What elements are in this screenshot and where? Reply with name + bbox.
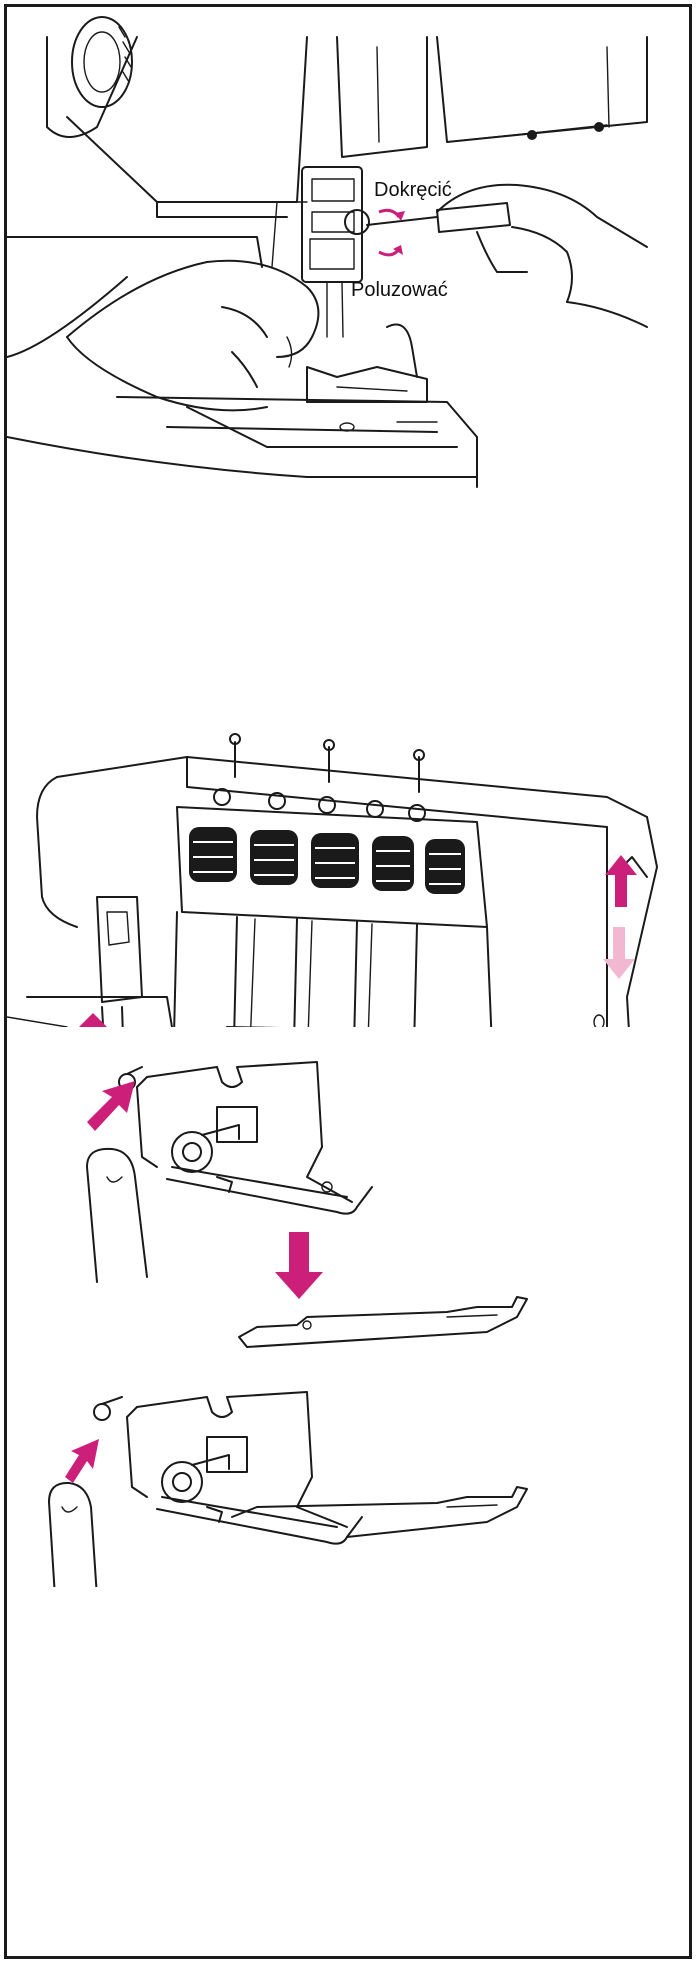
figure-presser-lever (7, 697, 689, 1027)
tighten-label: Dokręcić (374, 179, 452, 201)
illustration-overlocker (7, 733, 658, 1027)
figure-screw-adjust: Dokręcić Poluzować (7, 7, 689, 547)
figure-foot-change (7, 1027, 689, 1587)
loosen-label: Poluzować (351, 279, 448, 301)
instruction-frame: Dokręcić Poluzować (4, 4, 692, 1959)
illustration-machine-head (7, 16, 648, 488)
illustration-presser-foot-snap (48, 1061, 528, 1587)
